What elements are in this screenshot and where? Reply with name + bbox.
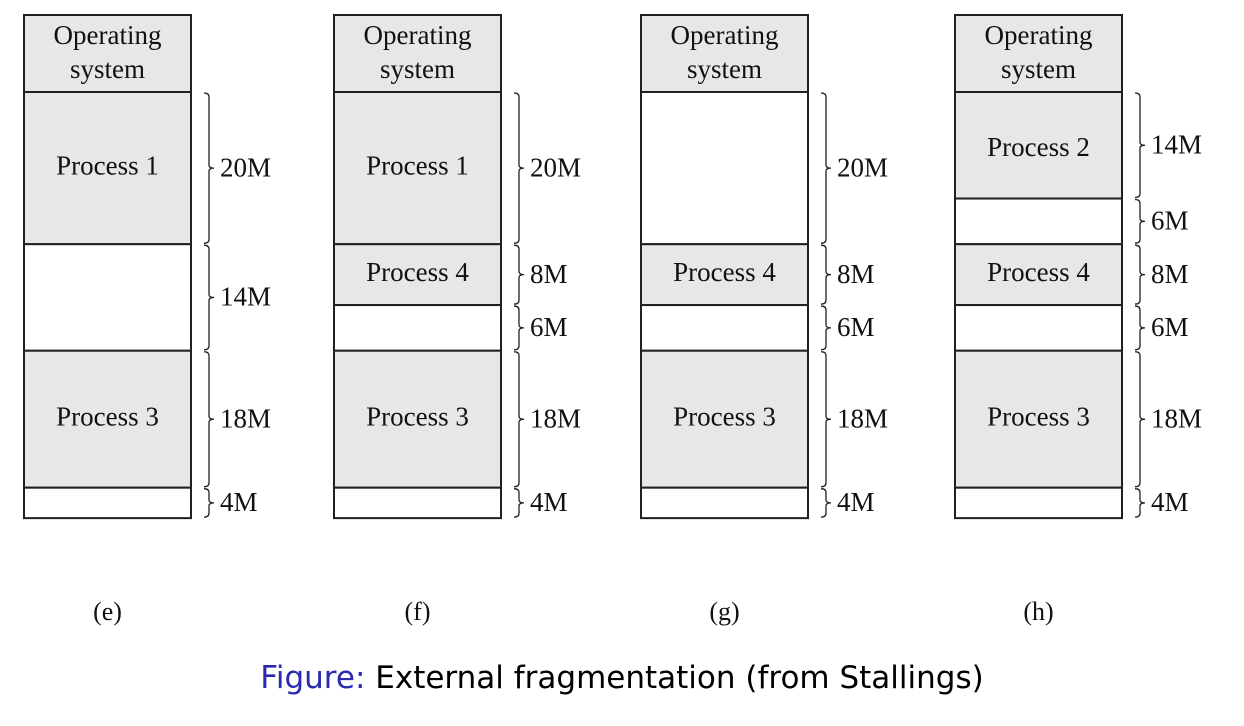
os-label-line-1: Operating xyxy=(985,20,1093,50)
os-label: Operating system xyxy=(985,20,1093,84)
size-label: 6M xyxy=(530,312,568,342)
size-brace xyxy=(513,488,525,518)
process-label: Process 4 xyxy=(673,257,776,287)
panel-label: (e) xyxy=(93,597,122,626)
process-label: Process 1 xyxy=(56,150,159,180)
os-label-line-1: Operating xyxy=(54,20,162,50)
size-brace xyxy=(820,305,832,351)
segment-process-3 xyxy=(640,349,809,489)
os-label: Operating system xyxy=(54,20,162,84)
segment-free-2 xyxy=(333,304,502,352)
os-label-line-2: system xyxy=(1001,54,1076,84)
size-label: 18M xyxy=(837,403,888,433)
size-brace xyxy=(820,488,832,518)
process-label: Process 4 xyxy=(366,257,469,287)
size-brace xyxy=(1134,351,1146,488)
os-label-line-2: system xyxy=(70,54,145,84)
size-brace xyxy=(513,305,525,351)
size-brace xyxy=(1134,488,1146,518)
size-label: 8M xyxy=(530,259,568,289)
os-block xyxy=(23,14,192,93)
segment-process-3 xyxy=(954,349,1123,489)
os-label-line-2: system xyxy=(380,54,455,84)
size-label: 8M xyxy=(1151,259,1189,289)
process-label: Process 3 xyxy=(987,401,1090,431)
os-label-line-2: system xyxy=(687,54,762,84)
segment-free-4 xyxy=(333,486,502,520)
size-label: 18M xyxy=(530,403,581,433)
memory-panel-g: Operating system 20M Process 4 8M 6M Process 3… xyxy=(640,14,888,626)
size-label: 6M xyxy=(1151,312,1189,342)
size-brace xyxy=(820,244,832,305)
size-label: 4M xyxy=(837,487,875,517)
size-brace xyxy=(513,351,525,488)
os-label-line-1: Operating xyxy=(364,20,472,50)
size-label: 4M xyxy=(1151,487,1189,517)
segment-process-3 xyxy=(333,349,502,489)
size-label: 6M xyxy=(1151,206,1189,236)
segment-process-4 xyxy=(954,243,1123,307)
panel-label: (h) xyxy=(1023,597,1053,626)
process-label: Process 4 xyxy=(987,257,1090,287)
os-block xyxy=(954,14,1123,93)
segment-free-1 xyxy=(954,197,1123,246)
size-brace xyxy=(513,92,525,244)
size-label: 20M xyxy=(220,152,271,182)
caption-label: Figure: xyxy=(260,660,366,696)
os-label-line-1: Operating xyxy=(671,20,779,50)
os-label: Operating system xyxy=(364,20,472,84)
segment-free-3 xyxy=(954,304,1123,352)
size-brace xyxy=(820,351,832,488)
process-label: Process 1 xyxy=(366,150,469,180)
segment-process-3 xyxy=(23,349,192,489)
size-brace xyxy=(1134,198,1146,244)
panel-label: (f) xyxy=(405,597,431,626)
size-label: 6M xyxy=(837,312,875,342)
size-brace xyxy=(1134,305,1146,351)
size-label: 18M xyxy=(220,403,271,433)
size-label: 8M xyxy=(837,259,875,289)
size-label: 14M xyxy=(220,282,271,312)
segment-process-1 xyxy=(23,91,192,246)
size-label: 18M xyxy=(1151,403,1202,433)
os-label: Operating system xyxy=(671,20,779,84)
size-label: 4M xyxy=(530,487,568,517)
caption-text: External fragmentation (from Stallings) xyxy=(375,660,984,696)
size-brace xyxy=(513,244,525,305)
segment-free-5 xyxy=(954,486,1123,520)
os-block xyxy=(333,14,502,93)
process-label: Process 2 xyxy=(987,132,1090,162)
size-label: 4M xyxy=(220,487,258,517)
process-label: Process 3 xyxy=(673,401,776,431)
segment-free-2 xyxy=(640,304,809,352)
os-block xyxy=(640,14,809,93)
segment-free-0 xyxy=(640,91,809,246)
segment-process-2 xyxy=(954,91,1123,200)
size-brace xyxy=(820,92,832,244)
panel-label: (g) xyxy=(709,597,739,626)
size-label: 20M xyxy=(530,152,581,182)
figure-caption: Figure: External fragmentation (from Sta… xyxy=(0,660,1244,696)
size-brace xyxy=(1134,92,1146,199)
size-brace xyxy=(203,351,215,488)
size-brace xyxy=(203,244,215,351)
size-label: 20M xyxy=(837,152,888,182)
segment-process-4 xyxy=(640,243,809,307)
process-label: Process 3 xyxy=(366,401,469,431)
size-label: 14M xyxy=(1151,129,1202,159)
size-brace xyxy=(1134,244,1146,305)
segment-free-4 xyxy=(640,486,809,520)
process-label: Process 3 xyxy=(56,401,159,431)
size-brace xyxy=(203,488,215,518)
segment-free-1 xyxy=(23,243,192,352)
segment-free-3 xyxy=(23,486,192,520)
size-brace xyxy=(203,92,215,244)
